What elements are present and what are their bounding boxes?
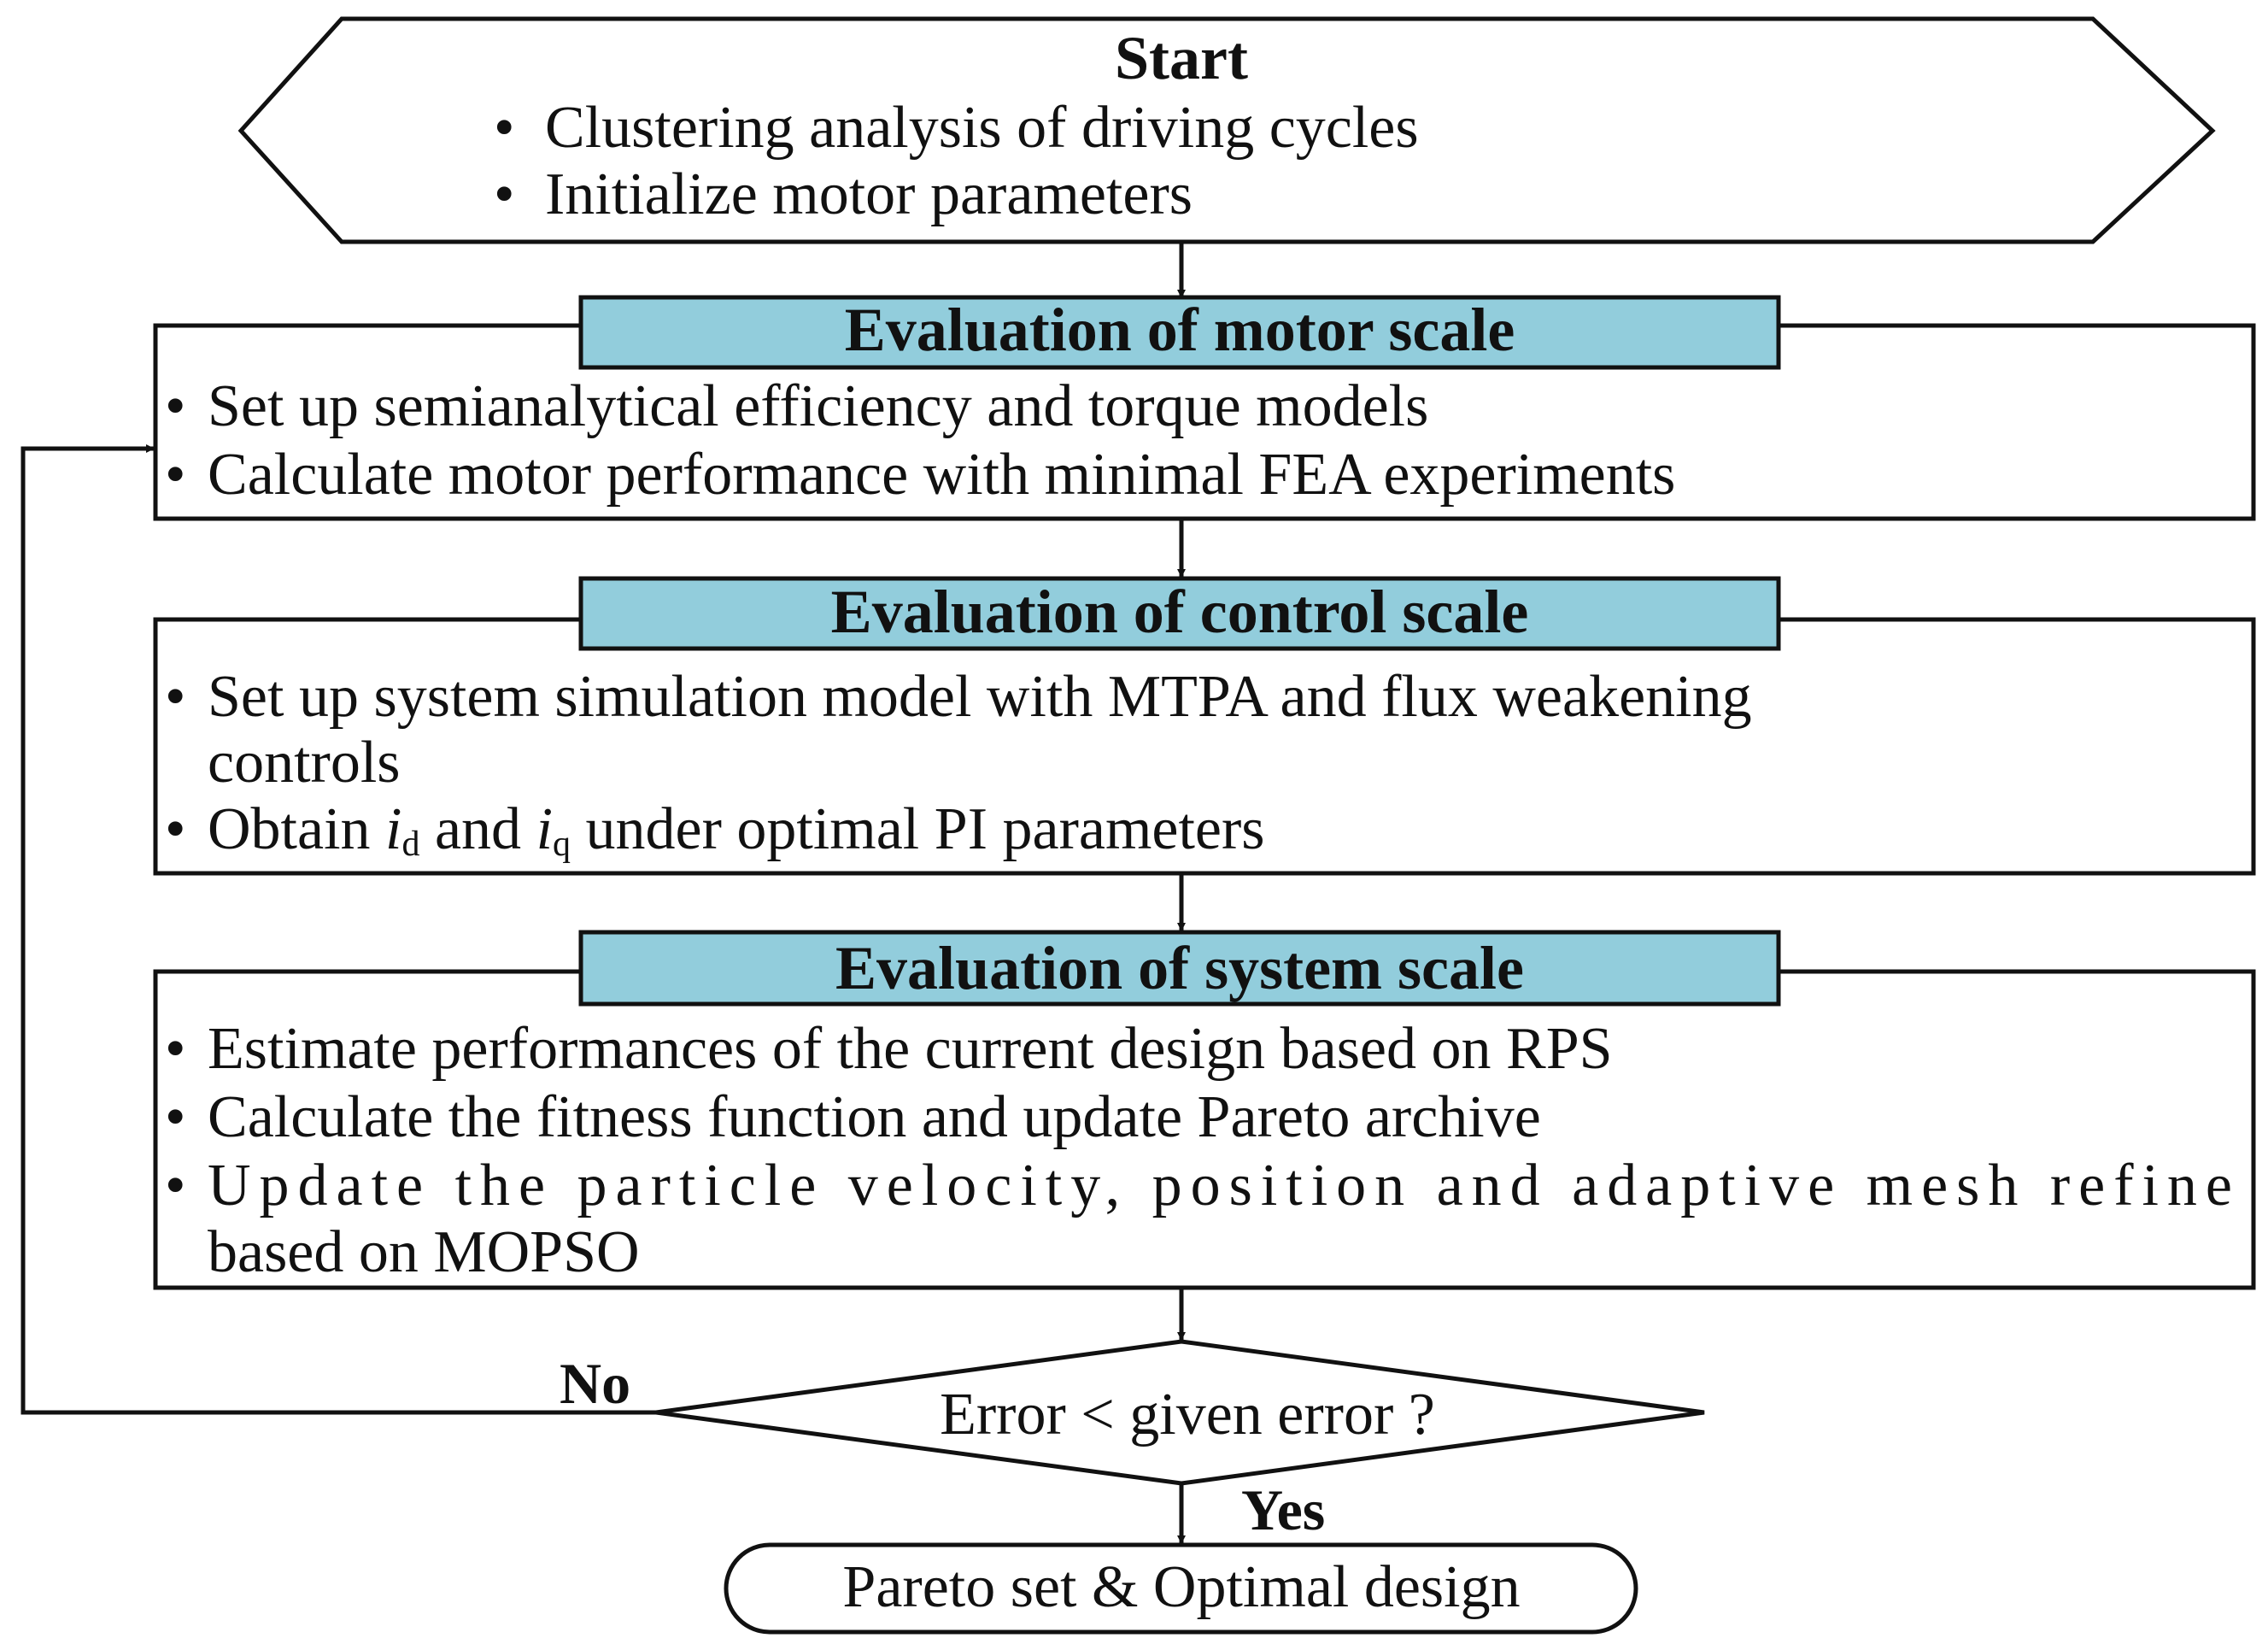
control-bullet-2-mid: and xyxy=(419,796,536,862)
end-terminal xyxy=(724,1542,1638,1635)
control-scale-header-bar xyxy=(578,576,1781,651)
decision-label: Error < given error ? xyxy=(940,1382,1435,1447)
start-bullet-2-dot: • xyxy=(494,161,515,227)
iq-variable: i xyxy=(536,796,553,862)
motor-scale-header: Evaluation of motor scale xyxy=(845,296,1515,364)
system-bullet-2: Calculate the fitness function and updat… xyxy=(208,1084,1541,1150)
end-label: Pareto set & Optimal design xyxy=(842,1554,1520,1620)
control-bullet-1-line-2: controls xyxy=(208,730,401,796)
motor-bullet-1-dot: • xyxy=(165,373,186,439)
control-scale-block: Evaluation of control scale • Set up sys… xyxy=(153,576,2256,876)
decision-node: Error < given error ? No Yes xyxy=(560,1339,1705,1542)
system-scale-header-bar xyxy=(578,930,1781,1007)
control-bullet-1-line-1: Set up system simulation model with MTPA… xyxy=(208,664,1752,730)
system-bullet-3-line-1: Update the particle velocity, position a… xyxy=(208,1153,2232,1218)
system-scale-block: Evaluation of system scale • Estimate pe… xyxy=(153,930,2256,1290)
start-bullet-1: Clustering analysis of driving cycles xyxy=(545,95,1419,161)
motor-bullet-2: Calculate motor performance with minimal… xyxy=(208,442,1675,508)
id-subscript: d xyxy=(401,825,419,864)
system-scale-header: Evaluation of system scale xyxy=(835,934,1524,1002)
motor-scale-block: Evaluation of motor scale • Set up semia… xyxy=(153,295,2256,521)
control-bullet-2-pre: Obtain xyxy=(208,796,385,862)
motor-bullet-2-dot: • xyxy=(165,442,186,508)
start-bullet-1-dot: • xyxy=(494,95,515,161)
system-bullet-2-dot: • xyxy=(165,1084,186,1150)
control-bullet-2-post: under optimal PI parameters xyxy=(571,796,1265,862)
start-title: Start xyxy=(1115,24,1248,92)
control-bullet-2: Obtain id and iq under optimal PI parame… xyxy=(208,796,1265,864)
motor-bullet-1: Set up semianalytical efficiency and tor… xyxy=(208,373,1428,439)
id-variable: i xyxy=(385,796,401,862)
start-node: Start • Clustering analysis of driving c… xyxy=(237,16,2216,244)
arrow-no-feedback-loop xyxy=(21,444,656,1415)
no-label: No xyxy=(560,1351,630,1416)
control-scale-header: Evaluation of control scale xyxy=(831,578,1529,646)
iq-subscript: q xyxy=(553,825,571,864)
system-bullet-3-dot: • xyxy=(165,1153,186,1218)
system-bullet-1: Estimate performances of the current des… xyxy=(208,1016,1613,1082)
end-node: Pareto set & Optimal design xyxy=(724,1542,1638,1635)
control-bullet-2-dot: • xyxy=(165,796,186,862)
motor-scale-header-bar xyxy=(578,295,1781,370)
control-bullet-1-dot: • xyxy=(165,664,186,730)
start-bullet-2: Initialize motor parameters xyxy=(545,161,1193,227)
yes-label: Yes xyxy=(1241,1477,1325,1542)
system-scale-box xyxy=(153,969,2256,1290)
system-bullet-3-line-2: based on MOPSO xyxy=(208,1219,640,1285)
system-bullet-1-dot: • xyxy=(165,1016,186,1082)
start-hexagon xyxy=(237,16,2216,244)
control-scale-box xyxy=(153,617,2256,876)
